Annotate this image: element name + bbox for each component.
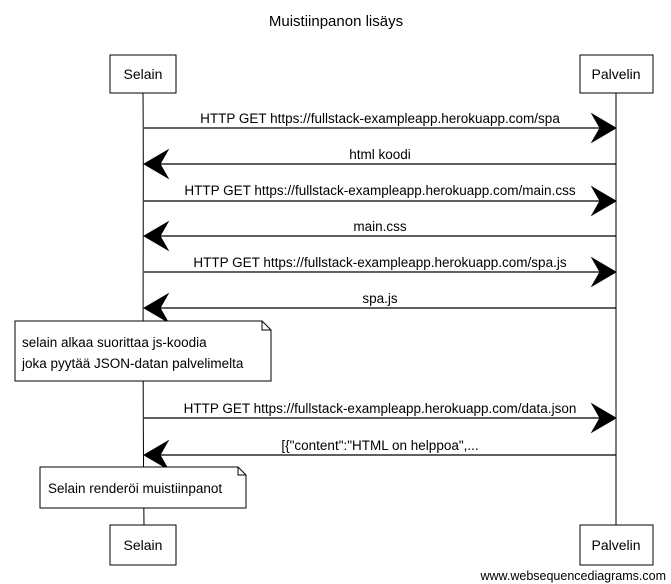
message-main-css: main.css <box>143 219 616 252</box>
arrowhead <box>590 185 617 217</box>
note-line: Selain renderöi muistiinpanot <box>48 481 222 496</box>
note-line: joka pyytää JSON-datan palvelimelta <box>21 356 244 371</box>
message-label: HTTP GET https://fullstack-exampleapp.he… <box>184 183 575 198</box>
participant-label: Palvelin <box>591 537 640 553</box>
participant-top-selain: Selain <box>109 54 177 94</box>
arrowhead <box>590 256 617 288</box>
arrowhead <box>143 439 170 471</box>
message-label: spa.js <box>362 291 398 306</box>
participant-bottom-selain: Selain <box>109 524 177 566</box>
arrowhead <box>143 292 170 324</box>
message-label: HTTP GET https://fullstack-exampleapp.he… <box>193 255 566 270</box>
message-get-main-css: HTTP GET https://fullstack-exampleapp.he… <box>144 183 617 217</box>
lifeline-palvelin <box>615 92 617 526</box>
lifeline-selain <box>142 92 145 526</box>
message-spa-js: spa.js <box>143 291 616 324</box>
message-get-data-json: HTTP GET https://fullstack-exampleapp.he… <box>144 401 617 434</box>
message-get-spa: HTTP GET https://fullstack-exampleapp.he… <box>144 111 617 144</box>
message-label: HTTP GET https://fullstack-exampleapp.he… <box>184 401 577 416</box>
participant-label: Palvelin <box>591 66 640 82</box>
arrowhead <box>590 112 617 144</box>
arrowhead <box>143 220 170 252</box>
message-label: html koodi <box>349 147 411 162</box>
participant-bottom-palvelin: Palvelin <box>579 524 654 566</box>
message-label: HTTP GET https://fullstack-exampleapp.he… <box>200 111 560 126</box>
note-render-notes: Selain renderöi muistiinpanot <box>39 466 247 509</box>
note-line: selain alkaa suorittaa js-koodia <box>22 335 207 350</box>
message-label: main.css <box>353 219 407 234</box>
message-html-koodi: html koodi <box>143 147 616 180</box>
participant-label: Selain <box>124 537 163 553</box>
footer-credit: www.websequencediagrams.com <box>479 569 666 583</box>
arrowhead <box>590 402 617 434</box>
diagram-title: Muistiinpanon lisäys <box>269 13 403 30</box>
participant-label: Selain <box>124 66 163 82</box>
note-js-execution: selain alkaa suorittaa js-koodia joka py… <box>14 320 272 382</box>
message-get-spa-js: HTTP GET https://fullstack-exampleapp.he… <box>144 255 617 288</box>
participant-top-palvelin: Palvelin <box>579 54 654 94</box>
arrowhead <box>143 148 170 180</box>
message-label: [{"content":"HTML on helppoa",... <box>281 438 478 453</box>
message-data-json-response: [{"content":"HTML on helppoa",... <box>143 438 616 471</box>
